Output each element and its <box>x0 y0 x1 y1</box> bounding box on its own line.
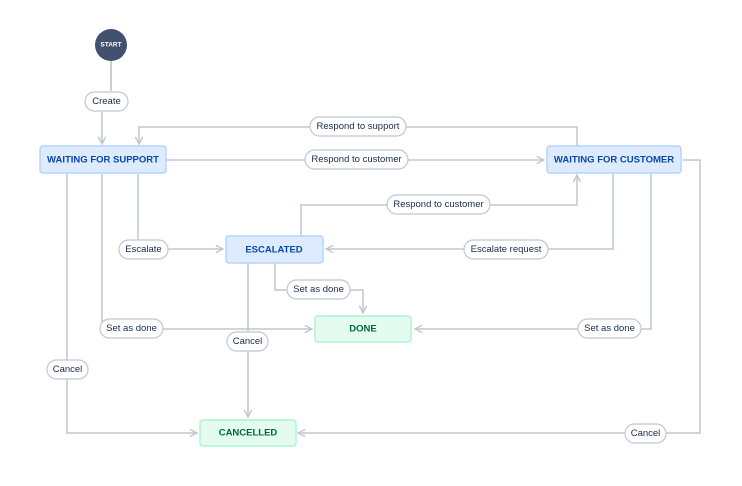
edge-escalate-request <box>326 174 614 249</box>
transition-cancel-escalated[interactable]: Cancel <box>226 331 269 352</box>
transition-label-text: Set as done <box>293 284 344 295</box>
edge-escalate <box>137 174 223 249</box>
transition-set-as-done-escalated[interactable]: Set as done <box>286 279 351 300</box>
transition-escalate-request[interactable]: Escalate request <box>463 239 549 260</box>
transition-label-text: Set as done <box>584 323 635 334</box>
transition-label-text: Respond to support <box>317 121 400 132</box>
status-done[interactable]: DONE <box>314 315 412 343</box>
start-node-label: START <box>100 42 121 49</box>
status-waiting-for-customer[interactable]: WAITING FOR CUSTOMER <box>546 145 682 174</box>
transition-create[interactable]: Create <box>84 91 129 112</box>
transition-set-as-done-support[interactable]: Set as done <box>99 318 164 339</box>
transition-cancel-support[interactable]: Cancel <box>46 359 89 380</box>
transition-label-text: Respond to customer <box>393 199 483 210</box>
status-label: WAITING FOR CUSTOMER <box>554 155 674 166</box>
edge-cancel-support <box>66 174 197 433</box>
edge-cancel-customer <box>298 159 701 433</box>
status-label: ESCALATED <box>245 245 302 256</box>
transition-cancel-customer[interactable]: Cancel <box>624 423 667 444</box>
status-escalated[interactable]: ESCALATED <box>225 235 324 264</box>
transition-escalate[interactable]: Escalate <box>118 239 169 260</box>
status-label: DONE <box>349 324 376 335</box>
transition-label-text: Create <box>92 96 121 107</box>
transition-label-text: Cancel <box>53 364 83 375</box>
start-node[interactable]: START <box>95 29 127 61</box>
transition-label-text: Cancel <box>631 428 661 439</box>
transition-set-as-done-customer[interactable]: Set as done <box>577 318 642 339</box>
status-label: WAITING FOR SUPPORT <box>47 155 159 166</box>
transition-respond-to-customer-escalated[interactable]: Respond to customer <box>386 194 491 215</box>
status-label: CANCELLED <box>219 428 278 439</box>
transition-respond-to-support[interactable]: Respond to support <box>309 116 407 137</box>
status-cancelled[interactable]: CANCELLED <box>199 419 297 447</box>
transition-label-text: Escalate request <box>471 244 542 255</box>
transition-label-text: Cancel <box>233 336 263 347</box>
edge-set-as-done-customer <box>415 174 652 329</box>
transition-label-text: Escalate <box>125 244 161 255</box>
transition-respond-to-customer-top[interactable]: Respond to customer <box>304 149 409 170</box>
transition-label-text: Set as done <box>106 323 157 334</box>
status-waiting-for-support[interactable]: WAITING FOR SUPPORT <box>39 145 167 174</box>
transition-label-text: Respond to customer <box>311 154 401 165</box>
